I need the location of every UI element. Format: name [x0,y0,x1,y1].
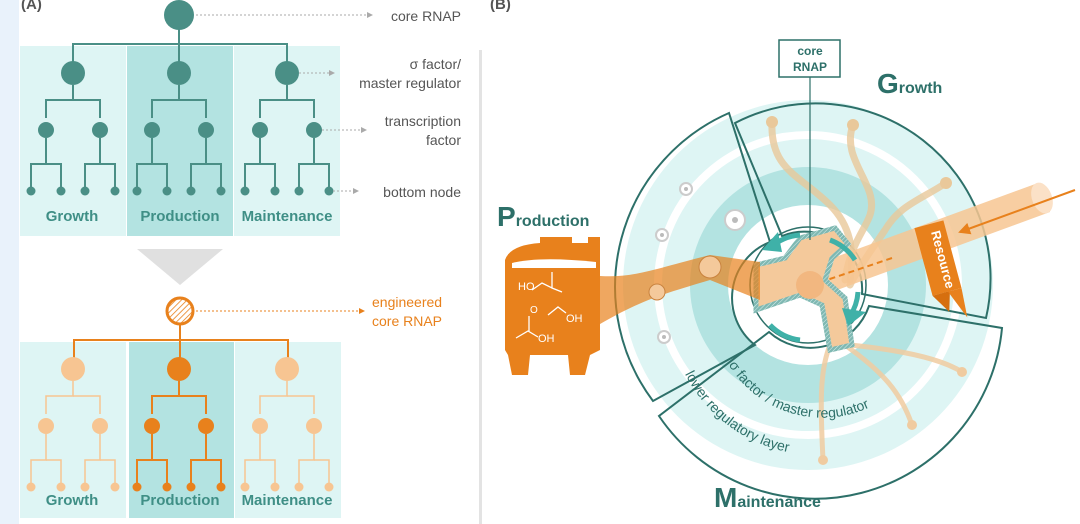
panel-b-wheel: core RNAP Growth Production Maintenance … [497,39,1076,513]
bottom-node [26,186,36,196]
bottom-node [56,482,66,492]
bottom-node [132,482,142,492]
sigma-label-2: master regulator [359,75,461,91]
bottom-node [216,186,226,196]
bottom-node [80,186,90,196]
bottom-node [132,186,142,196]
subtree-maintenance [240,357,334,492]
fermenter-tank-icon: HO OH O OH [505,237,600,375]
transition-arrow [137,249,223,285]
bottom-node [324,186,334,196]
maintenance-wires [818,342,964,461]
bottom-node [294,186,304,196]
maintenance-title: Maintenance [714,482,821,513]
bottom-node [162,186,172,196]
panel-divider [479,50,482,524]
bottom-maintenance-label: Maintenance [242,492,333,509]
core-rnap-node [164,0,194,30]
bottom-node [240,482,250,492]
panel-a-label: (A) [21,0,42,13]
bottom-node [56,186,66,196]
core-box-line2: RNAP [793,60,827,74]
bottom-node [80,482,90,492]
bottom-node [270,186,280,196]
bottom-growth-label: Growth [46,492,99,509]
svg-text:HO: HO [518,281,535,293]
bottom-node-label: bottom node [383,184,461,200]
subtree-maintenance [240,61,334,196]
top-maintenance-label: Maintenance [242,208,333,225]
svg-text:OH: OH [538,333,555,345]
bottom-node [270,482,280,492]
bottom-node [186,186,196,196]
panel-b-label: (B) [490,0,511,13]
core-box-line1: core [797,44,823,58]
bottom-node [26,482,36,492]
top-production-label: Production [140,208,219,225]
engineered-core-rnap-node [165,296,195,326]
core-rnap-label: core RNAP [391,8,461,24]
bottom-node [294,482,304,492]
core-rnap-box [778,39,841,78]
bottom-node [324,482,334,492]
left-margin-strip [0,0,19,524]
svg-text:O: O [530,305,538,316]
maintenance-sector [657,304,1004,500]
subtree-production [132,61,226,196]
bottom-node [162,482,172,492]
production-title: Production [497,201,589,232]
bottom-node [240,186,250,196]
engineered-label-2: core RNAP [372,313,442,329]
resource-arrow [958,189,1076,235]
bottom-node [216,482,226,492]
resource-inner-arrow [816,257,893,286]
panel-a-top-tree: core RNAP σ factor/ master regulator tra… [20,0,461,236]
tf-label-1: transcription [385,113,461,129]
top-growth-label: Growth [46,208,99,225]
growth-title: Growth [877,68,942,99]
bottom-production-label: Production [140,492,219,509]
subtree-growth [26,61,120,196]
sigma-label-1: σ factor/ [410,56,462,72]
bottom-node [186,482,196,492]
subtree-production [132,357,226,492]
tf-label-2: factor [426,132,461,148]
subtree-growth [26,357,120,492]
bottom-node [110,482,120,492]
svg-text:OH: OH [566,313,583,325]
engineered-label-1: engineered [372,294,442,310]
bottom-node [110,186,120,196]
panel-a-bottom-tree: engineered core RNAP Growth Production M… [20,294,442,518]
